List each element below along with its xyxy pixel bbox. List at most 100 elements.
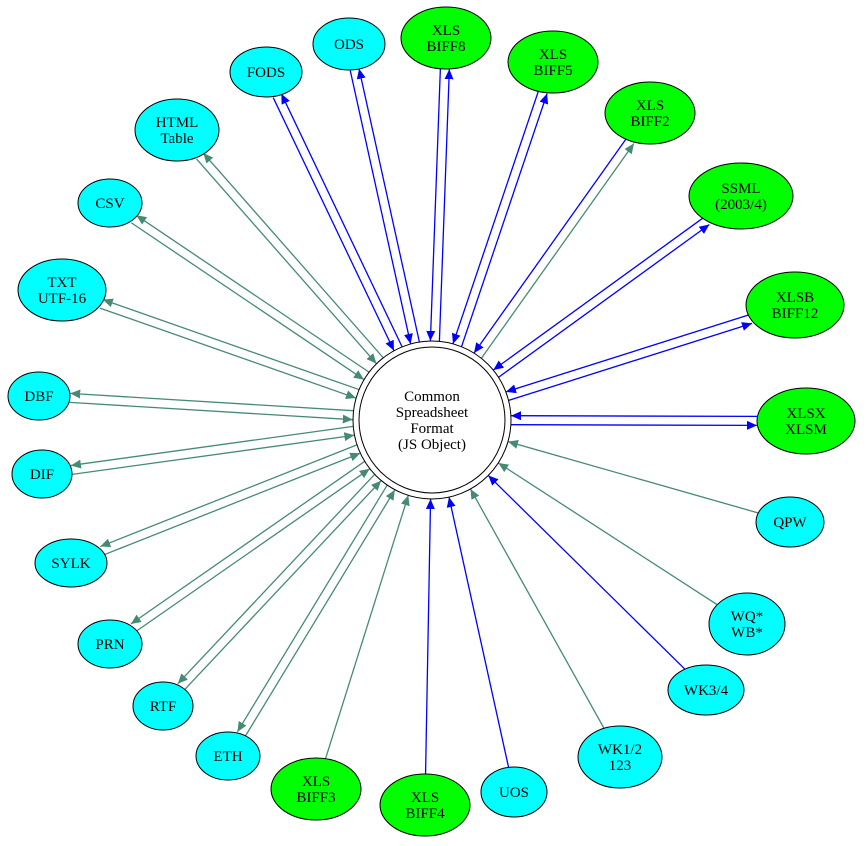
- edge-csv-out: [135, 214, 370, 373]
- node-label-wq-wb: WQ*WB*: [731, 609, 764, 641]
- node-label-dif: DIF: [30, 467, 54, 483]
- node-prn: PRN: [77, 619, 143, 669]
- edge-xls-biff2-in: [473, 137, 628, 354]
- edge-wk3-4-in: [487, 474, 686, 670]
- edge-xls-biff3-in: [324, 495, 410, 759]
- node-qpw: QPW: [755, 496, 825, 548]
- edge-rtf-in: [183, 480, 382, 691]
- node-wq-wb: WQ*WB*: [708, 592, 786, 656]
- node-ellipse-dbf: [7, 371, 71, 421]
- node-ellipse-ods: [312, 17, 386, 71]
- edge-ods-in: [349, 70, 413, 344]
- node-rtf: RTF: [132, 681, 194, 731]
- node-ellipse-eth: [195, 731, 261, 781]
- edge-wk1-2-123-in: [469, 488, 605, 729]
- edge-html-table-in: [195, 158, 377, 365]
- edge-xlsx-xlsm-in: [511, 411, 758, 421]
- node-ellipse-wk1-2-123: [577, 725, 663, 789]
- node-label-uos: UOS: [499, 785, 529, 801]
- node-label-eth: ETH: [213, 749, 242, 765]
- node-ellipse-prn: [77, 619, 143, 669]
- edge-qpw-in: [507, 440, 759, 514]
- edge-xls-biff8-in: [426, 68, 442, 341]
- edge-eth-in: [244, 489, 396, 737]
- edge-ssml-2003-4-in: [492, 216, 705, 371]
- node-label-csv: CSV: [95, 196, 124, 212]
- node-wk3-4: WK3/4: [667, 664, 745, 716]
- node-dif: DIF: [11, 449, 73, 499]
- edge-csv-in: [130, 222, 365, 381]
- node-label-prn: PRN: [95, 637, 124, 653]
- edge-prn-out: [130, 460, 365, 625]
- node-ellipse-csv: [77, 178, 143, 228]
- node-ellipse-wq-wb: [708, 592, 786, 656]
- edge-eth-out: [236, 484, 388, 733]
- node-label-dbf: DBF: [24, 389, 53, 405]
- node-label-ssml-2003-4: SSML(2003/4): [715, 181, 767, 213]
- edge-ssml-2003-4-out: [498, 223, 710, 378]
- node-ellipse-uos: [480, 766, 548, 818]
- node-label-rtf: RTF: [150, 699, 177, 715]
- node-ellipse-xls-biff2: [604, 81, 696, 145]
- node-ods: ODS: [312, 17, 386, 71]
- center-inner-circle: [358, 346, 506, 494]
- edge-xls-biff5-in: [451, 90, 540, 344]
- edge-wq-wb-in: [497, 462, 718, 606]
- edge-xls-biff8-out: [438, 69, 454, 342]
- node-ssml-2003-4: SSML(2003/4): [688, 162, 794, 230]
- node-label-wk3-4: WK3/4: [684, 683, 729, 699]
- edge-dif-out: [70, 425, 354, 469]
- edge-xls-biff2-out: [480, 143, 635, 359]
- edge-fods-out: [280, 93, 403, 348]
- edge-dbf-out: [70, 389, 354, 412]
- node-ellipse-xls-biff4: [379, 773, 471, 837]
- node-ellipse-qpw: [755, 496, 825, 548]
- edge-fods-in: [272, 97, 395, 351]
- node-dbf: DBF: [7, 371, 71, 421]
- edge-ods-out: [356, 68, 421, 343]
- node-sylk: SYLK: [34, 538, 108, 588]
- node-ellipse-txt-utf-16: [17, 258, 107, 322]
- edge-xls-biff4-in: [424, 498, 435, 775]
- edge-html-table-out: [202, 152, 384, 359]
- edge-xlsb-biff12-in: [505, 314, 750, 394]
- node-ellipse-html-table: [134, 98, 220, 162]
- edge-rtf-out: [177, 474, 376, 685]
- node-eth: ETH: [195, 731, 261, 781]
- edge-xlsb-biff12-out: [508, 322, 753, 402]
- edge-layer: [69, 68, 759, 775]
- edge-txt-utf-16-in: [99, 307, 357, 399]
- edge-sylk-in: [103, 452, 361, 556]
- node-ellipse-xls-biff8: [400, 6, 492, 70]
- edge-prn-in: [135, 468, 371, 632]
- node-ellipse-xls-biff5: [507, 30, 599, 94]
- edge-xls-biff5-out: [460, 93, 549, 347]
- node-label-fods: FODS: [247, 65, 285, 81]
- node-ellipse-ssml-2003-4: [688, 162, 794, 230]
- edge-txt-utf-16-out: [102, 298, 360, 391]
- edge-dbf-in: [69, 401, 353, 424]
- node-ellipse-dif: [11, 449, 73, 499]
- edge-dif-in: [72, 432, 355, 476]
- node-csv: CSV: [77, 178, 143, 228]
